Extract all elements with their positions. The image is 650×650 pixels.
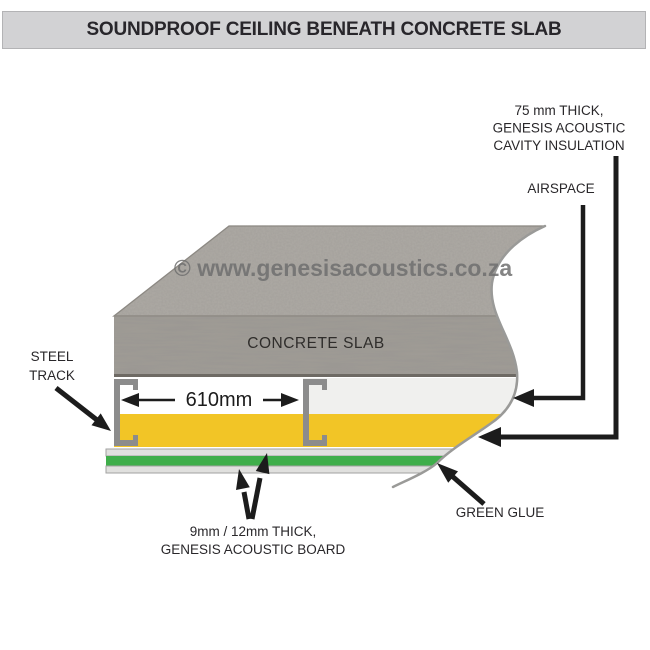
airspace-arrowhead — [513, 389, 534, 407]
svg-text:STEEL: STEEL — [31, 349, 74, 364]
concrete-slab-label: CONCRETE SLAB — [247, 335, 384, 352]
airspace-label: AIRSPACE — [527, 181, 594, 196]
steel-track-middle — [303, 379, 327, 446]
svg-text:TRACK: TRACK — [29, 368, 75, 383]
watermark: © www.genesisacoustics.co.za — [174, 255, 512, 281]
svg-text:GENESIS ACOUSTIC: GENESIS ACOUSTIC — [493, 121, 626, 136]
dim-arrowhead-right — [281, 393, 299, 407]
svg-text:75 mm THICK,: 75 mm THICK, — [514, 103, 603, 118]
steel-track-arrow — [54, 386, 111, 431]
board-arrows — [236, 453, 270, 520]
insulation-label: 75 mm THICK, GENESIS ACOUSTIC CAVITY INS… — [493, 103, 626, 153]
board-label: 9mm / 12mm THICK, GENESIS ACOUSTIC BOARD — [161, 524, 346, 557]
airspace-layer — [114, 378, 303, 414]
dimension-610 — [121, 393, 299, 407]
green-glue-label: GREEN GLUE — [456, 505, 545, 520]
steel-track-label: STEEL TRACK — [29, 349, 75, 383]
insulation-leader — [478, 156, 619, 447]
green-glue-layer — [106, 456, 548, 466]
page-title: SOUNDPROOF CEILING BENEATH CONCRETE SLAB — [86, 19, 562, 40]
svg-text:CAVITY INSULATION: CAVITY INSULATION — [493, 138, 624, 153]
steel-tracks — [114, 379, 327, 446]
svg-text:GENESIS ACOUSTIC BOARD: GENESIS ACOUSTIC BOARD — [161, 542, 346, 557]
ceiling-layers — [105, 378, 549, 474]
slab-front-face — [114, 316, 545, 377]
insulation-arrowhead — [478, 427, 501, 447]
board-arrowhead-right — [255, 453, 270, 475]
steel-track-left — [114, 379, 138, 446]
title-bar: SOUNDPROOF CEILING BENEATH CONCRETE SLAB — [2, 11, 646, 49]
green-glue-arrow — [437, 463, 486, 506]
dim-arrowhead-left — [121, 393, 139, 407]
break-line-curve — [391, 224, 547, 489]
svg-text:9mm / 12mm THICK,: 9mm / 12mm THICK, — [190, 524, 317, 539]
board-arrowhead-left — [236, 469, 250, 490]
concrete-slab — [112, 225, 546, 377]
airspace-leader — [513, 205, 586, 407]
dimension-label: 610mm — [186, 389, 253, 411]
